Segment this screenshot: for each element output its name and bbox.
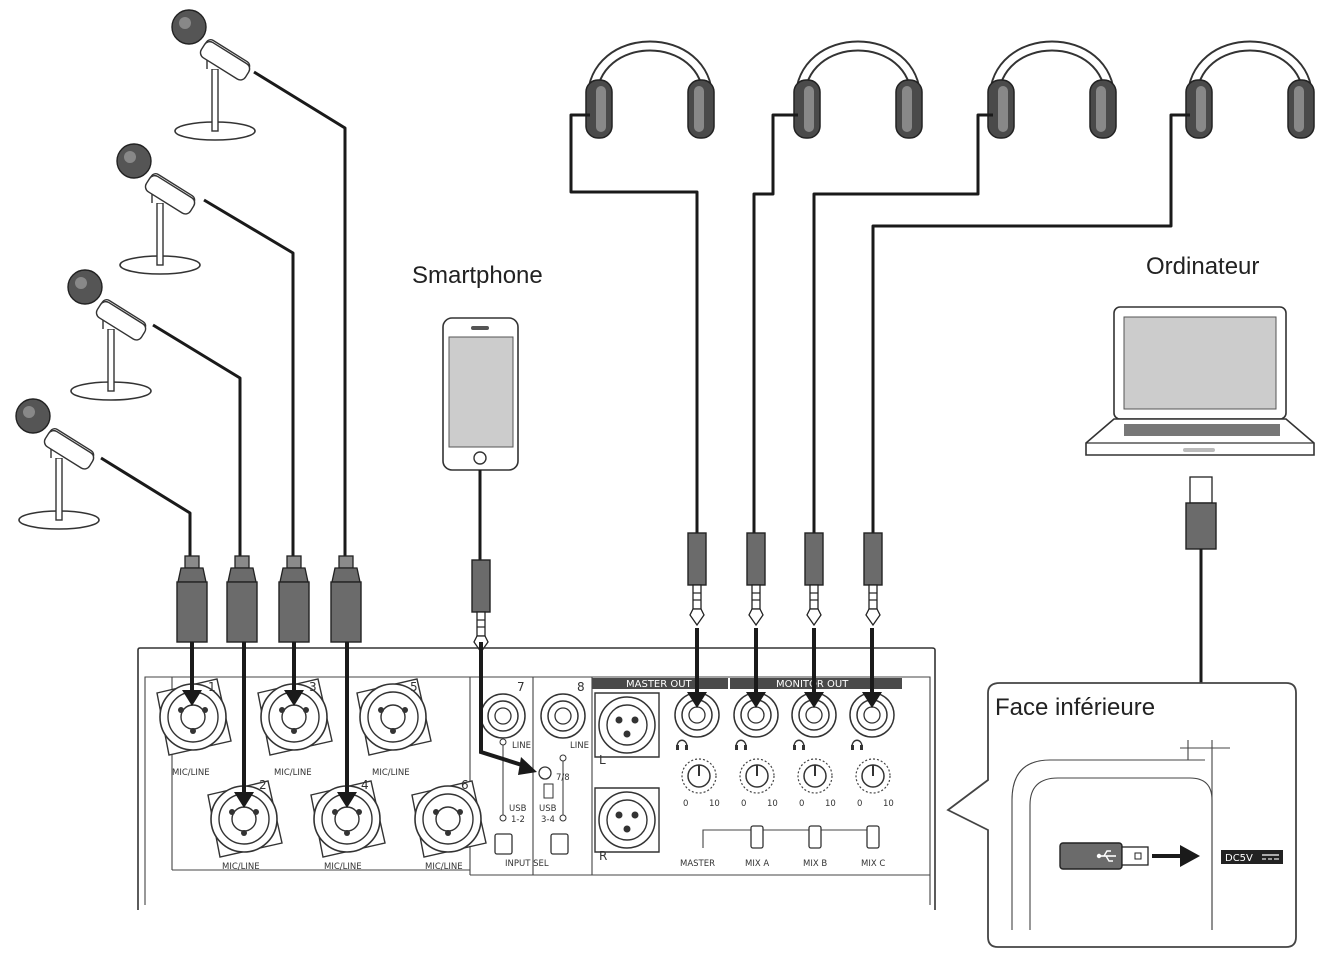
knob3-max: 10 bbox=[825, 799, 836, 809]
mic-line-labels: MIC/LINE MIC/LINE MIC/LINE MIC/LINE MIC/… bbox=[172, 768, 463, 872]
microphone-4-icon bbox=[15, 398, 100, 530]
knob2-min: 0 bbox=[741, 799, 746, 809]
microphone-2-icon bbox=[116, 143, 201, 275]
right-label: R bbox=[599, 849, 607, 863]
output-header-strips: MASTER OUT MONITOR OUT bbox=[592, 678, 902, 690]
input-sel-button-2[interactable] bbox=[550, 833, 569, 855]
knob4-max: 10 bbox=[883, 799, 894, 809]
mic-line-label-5: MIC/LINE bbox=[372, 768, 410, 778]
usb-plug-mixer bbox=[1059, 842, 1149, 870]
input-select-section: 7/8 USB 1-2 USB 3-4 INPUT SEL bbox=[494, 738, 570, 869]
line-label-8: LINE bbox=[570, 741, 589, 751]
mix-a-switch[interactable] bbox=[750, 825, 764, 849]
headphone-cables bbox=[569, 113, 1190, 533]
switch-78-label: 7/8 bbox=[556, 773, 570, 783]
ch7-label: 7 bbox=[517, 680, 525, 694]
mic-line-label-4: MIC/LINE bbox=[324, 862, 362, 872]
knob-scale-labels: 0 10 0 10 0 10 0 10 bbox=[683, 799, 894, 809]
mix-b-switch[interactable] bbox=[808, 825, 822, 849]
mix-b-label: MIX B bbox=[803, 859, 827, 869]
ch5-label: 5 bbox=[410, 680, 418, 694]
monitor-source-switches: MASTER MIX A MIX B MIX C bbox=[680, 825, 885, 869]
usb-34-label: USB bbox=[539, 804, 557, 814]
usb-12-label: USB bbox=[509, 804, 527, 814]
knob4-min: 0 bbox=[857, 799, 862, 809]
headphone-output-jacks bbox=[674, 692, 895, 751]
microphone-1-icon bbox=[171, 9, 256, 141]
input-sel-label: INPUT SEL bbox=[505, 859, 549, 869]
mic-line-label-2: MIC/LINE bbox=[222, 862, 260, 872]
knob1-min: 0 bbox=[683, 799, 688, 809]
xlr-plugs bbox=[176, 555, 362, 643]
smartphone-input-jack bbox=[538, 766, 552, 780]
mix-a-label: MIX A bbox=[745, 859, 769, 869]
ch2-label: 2 bbox=[259, 778, 267, 792]
master-xlr-outputs: L R bbox=[594, 692, 660, 863]
level-knobs[interactable] bbox=[681, 758, 891, 794]
smartphone-label: Smartphone bbox=[412, 262, 543, 289]
mixer-rear-panel bbox=[137, 647, 936, 910]
ch8-label: 8 bbox=[577, 680, 585, 694]
ch3-label: 3 bbox=[309, 680, 317, 694]
mic-line-label-3: MIC/LINE bbox=[274, 768, 312, 778]
switch-78[interactable] bbox=[543, 783, 554, 799]
master-out-label: MASTER OUT bbox=[626, 679, 693, 690]
usb-icon bbox=[1096, 850, 1116, 862]
headphone-trs-plugs bbox=[687, 532, 883, 626]
mic-line-label-1: MIC/LINE bbox=[172, 768, 210, 778]
headphones-1-icon bbox=[586, 46, 714, 138]
smartphone-icon bbox=[442, 317, 519, 471]
line-label-7: LINE bbox=[512, 741, 531, 751]
mix-c-label: MIX C bbox=[861, 859, 885, 869]
mix-c-switch[interactable] bbox=[866, 825, 880, 849]
input-sel-button-1[interactable] bbox=[494, 833, 513, 855]
laptop-icon bbox=[1085, 306, 1315, 456]
ch6-label: 6 bbox=[461, 778, 469, 792]
usb-insert-arrow bbox=[1152, 845, 1200, 867]
knob2-max: 10 bbox=[767, 799, 778, 809]
bottom-face-callout: Face inférieure bbox=[946, 682, 1297, 948]
headphones-3-icon bbox=[988, 46, 1116, 138]
usb-34-sub-label: 3-4 bbox=[541, 815, 555, 825]
left-label: L bbox=[599, 753, 606, 767]
line-input-jacks: LINE LINE bbox=[480, 693, 589, 751]
computer-label: Ordinateur bbox=[1146, 253, 1259, 280]
microphone-3-icon bbox=[67, 269, 152, 401]
knob1-max: 10 bbox=[709, 799, 720, 809]
headphones-4-icon bbox=[1186, 46, 1314, 138]
knob3-min: 0 bbox=[799, 799, 804, 809]
bottom-face-label: Face inférieure bbox=[995, 694, 1155, 721]
ch1-label: 1 bbox=[208, 680, 216, 694]
connection-arrows bbox=[182, 628, 882, 808]
mic-cables bbox=[100, 70, 347, 557]
master-label: MASTER bbox=[680, 859, 715, 869]
dc-label: DC5V bbox=[1225, 853, 1253, 864]
mic-line-label-6: MIC/LINE bbox=[425, 862, 463, 872]
channel-numbers: 1 3 5 2 4 6 7 8 bbox=[208, 680, 585, 792]
usb-12-sub-label: 1-2 bbox=[511, 815, 525, 825]
smartphone-trs-plug bbox=[471, 559, 491, 653]
ch4-label: 4 bbox=[361, 778, 369, 792]
headphones-2-icon bbox=[794, 46, 922, 138]
usb-plug-computer bbox=[1185, 476, 1217, 550]
dc5v-port-label: DC5V bbox=[1221, 850, 1283, 864]
